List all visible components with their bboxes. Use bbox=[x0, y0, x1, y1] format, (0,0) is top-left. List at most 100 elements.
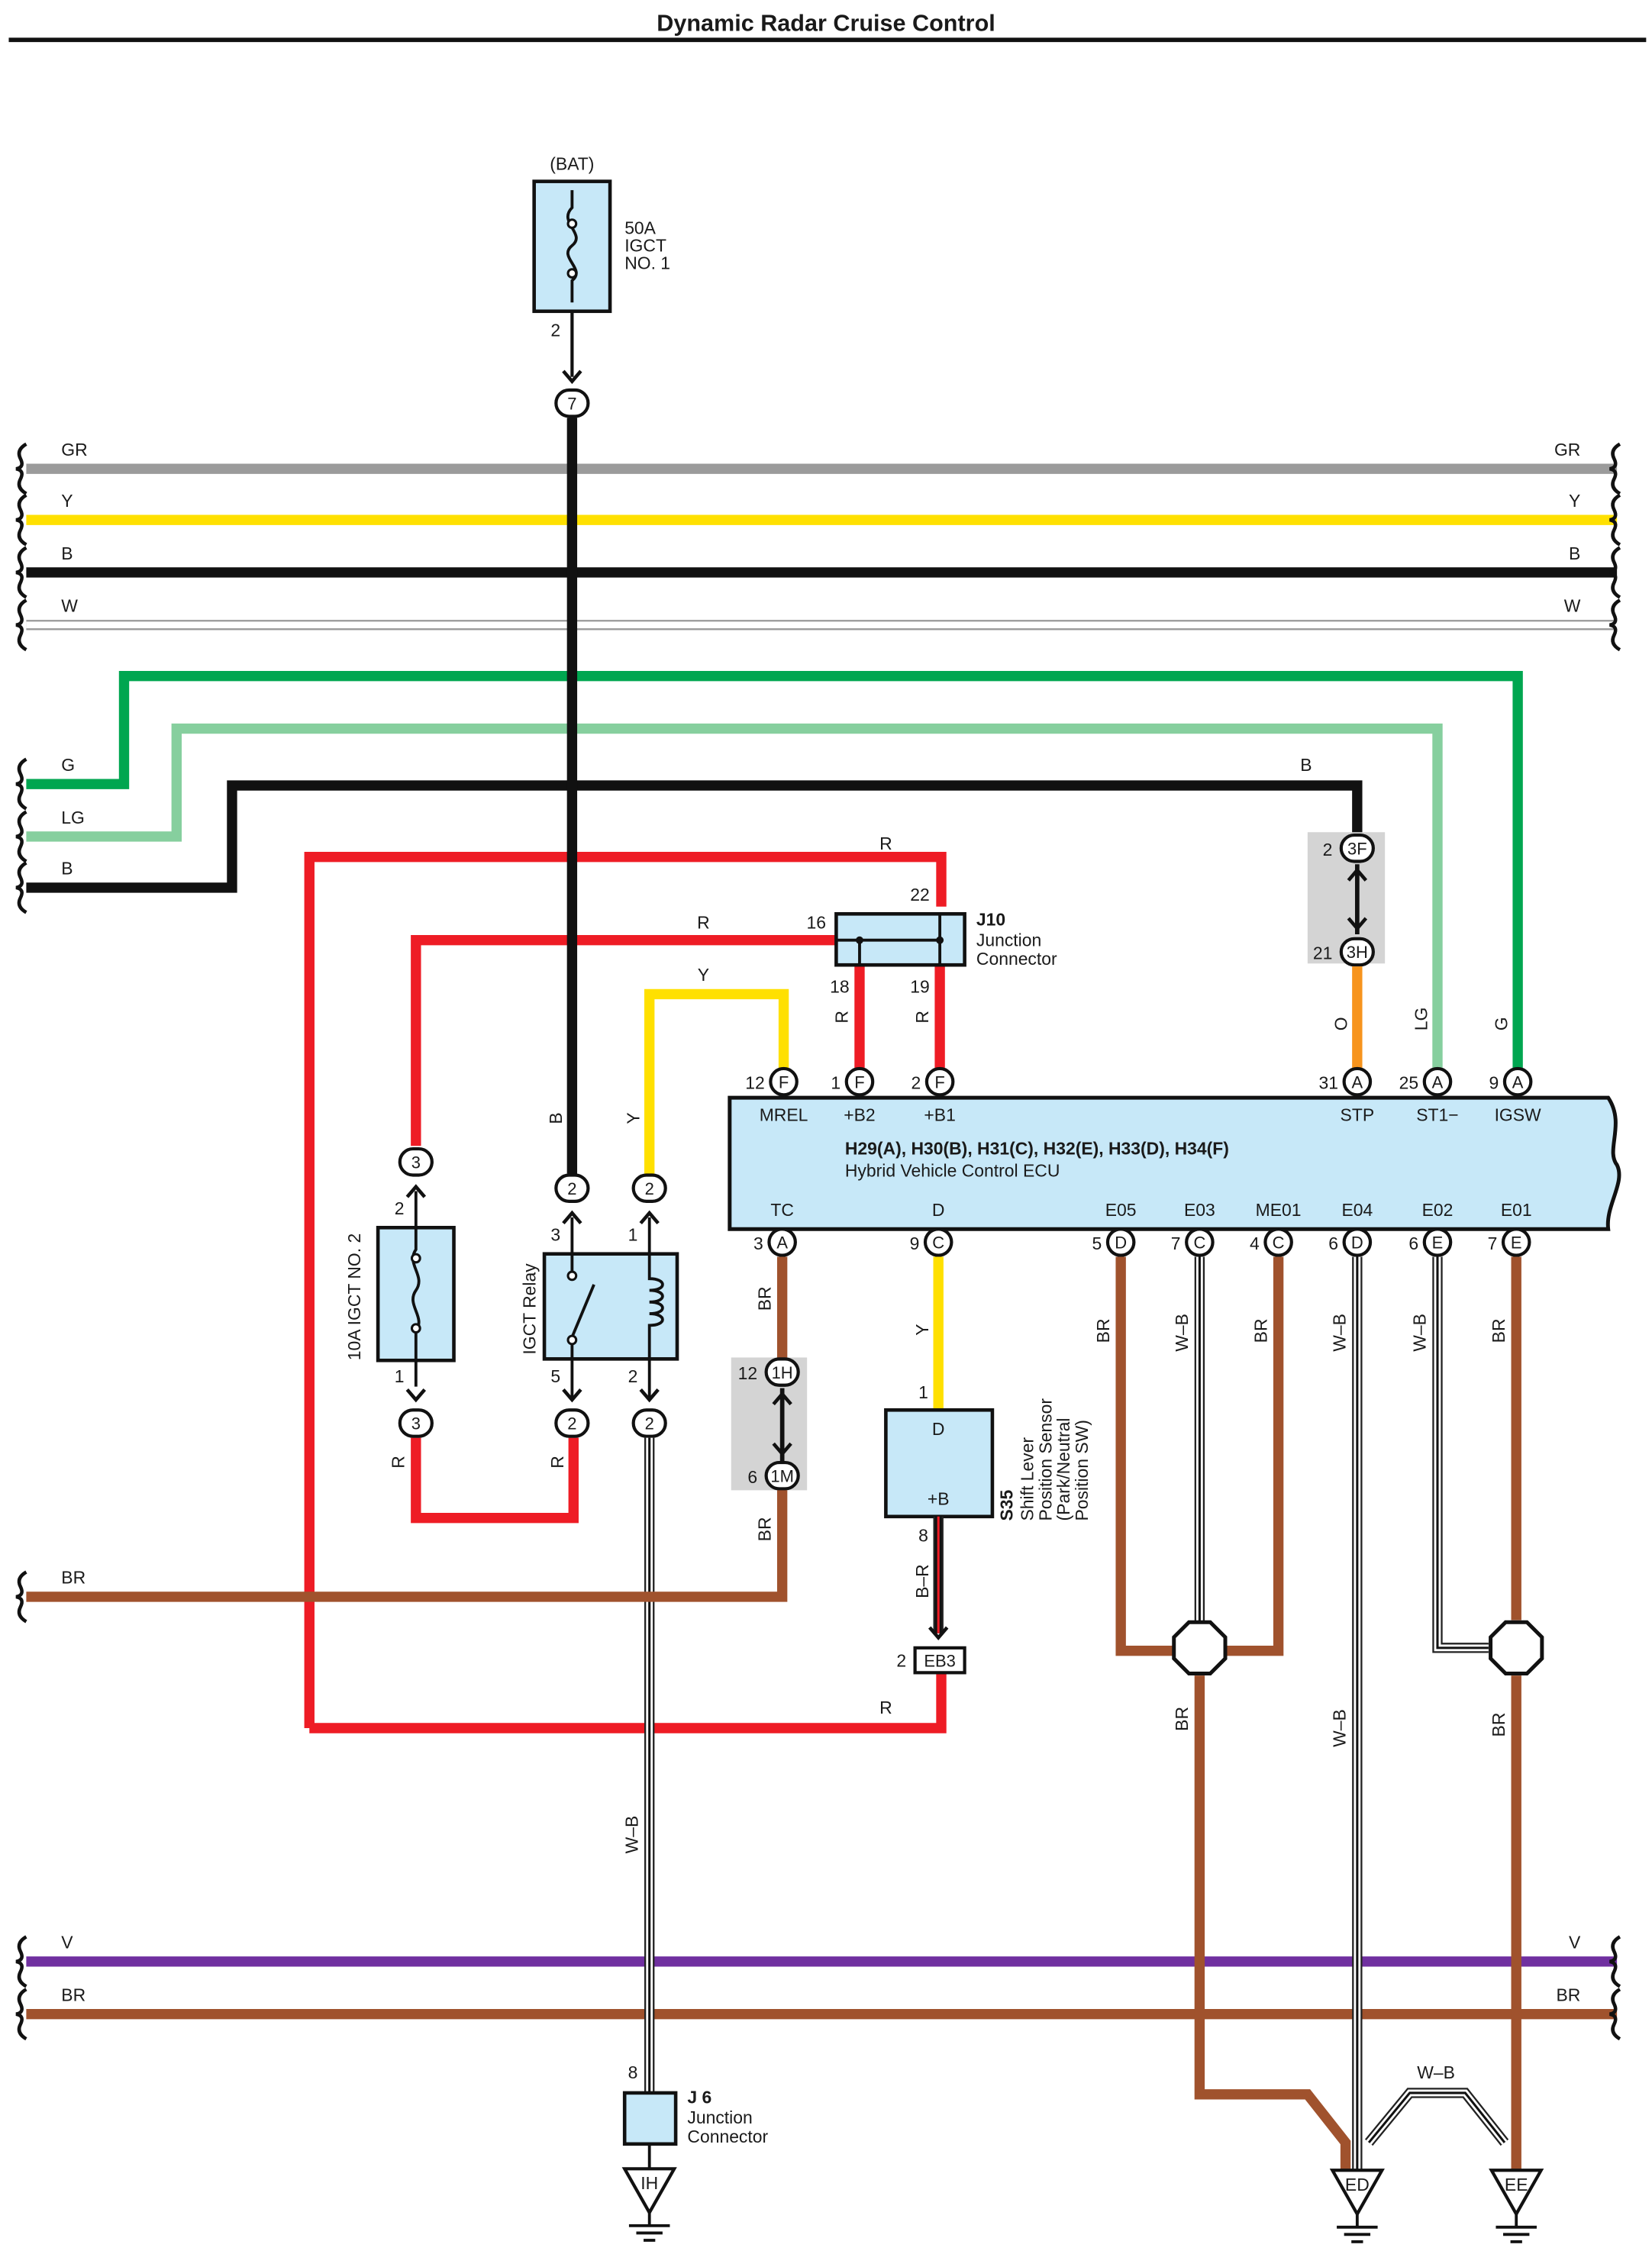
bus-gr-brace-right bbox=[1609, 442, 1621, 495]
sensor-name-0: Shift Lever bbox=[1017, 1437, 1037, 1521]
connector-eb3-pin: 2 bbox=[896, 1651, 906, 1671]
bus-y-label-left: Y bbox=[61, 491, 73, 511]
j10-id: J10 bbox=[976, 910, 1005, 930]
sensor-pin-d: 1 bbox=[918, 1382, 928, 1402]
ecu-bottom-terminal-1 bbox=[923, 1227, 953, 1257]
wire-b-stp bbox=[26, 780, 1363, 893]
connector-relay-wb-bottom-label: 2 bbox=[645, 1414, 654, 1433]
ecu-top-pin-3: 31 bbox=[1318, 1073, 1338, 1093]
fuse-10a-name: 10A IGCT NO. 2 bbox=[344, 1233, 364, 1360]
ecu-bottom-terminal-2-label: D bbox=[1115, 1233, 1127, 1253]
ecu-top-terminal-2-label: F bbox=[934, 1072, 944, 1092]
bus-w-label-left: W bbox=[61, 596, 78, 616]
ecu-top-pin-4: 25 bbox=[1399, 1073, 1419, 1093]
sensor-pin-b: 8 bbox=[918, 1525, 928, 1545]
connector-3f bbox=[1339, 833, 1375, 863]
relay-coil bbox=[647, 1217, 664, 1398]
ecu-name: Hybrid Vehicle Control ECU bbox=[845, 1160, 1060, 1180]
wire-wb-e02-outline bbox=[1432, 1256, 1489, 1653]
j10-pin-18: 18 bbox=[830, 977, 850, 997]
wire-wb-ed-ee-stripe bbox=[1367, 2091, 1506, 2143]
label-br-tc-top: BR bbox=[754, 1286, 774, 1311]
ground-ed-label: ED bbox=[1345, 2175, 1370, 2194]
j10-node-b bbox=[936, 936, 944, 944]
sensor-name-1: Position Sensor bbox=[1035, 1398, 1055, 1521]
label-br-sensor: B–R bbox=[912, 1564, 932, 1598]
ground-ee bbox=[1489, 2169, 1544, 2217]
label-g-vert: G bbox=[1492, 1017, 1512, 1030]
label-r-b1: R bbox=[912, 1011, 932, 1024]
ecu-top-terminal-1 bbox=[844, 1066, 875, 1097]
label-b-relay: B bbox=[546, 1112, 566, 1124]
label-wb-e02: W–B bbox=[1410, 1314, 1430, 1352]
ecu-top-terminal-0 bbox=[769, 1066, 799, 1097]
ecu-top-name-2: +B1 bbox=[924, 1105, 955, 1125]
bus-lower-v-label-right: V bbox=[1569, 1933, 1581, 1953]
connector-1h bbox=[764, 1357, 800, 1387]
ecu-top-terminal-3 bbox=[1342, 1066, 1373, 1097]
label-wb-e04-lower: W–B bbox=[1330, 1709, 1350, 1747]
connector-1m bbox=[764, 1460, 800, 1491]
label-wb-relay: W–B bbox=[621, 1816, 641, 1854]
ecu-top-name-1: +B2 bbox=[844, 1105, 875, 1125]
ecu-bottom-terminal-4 bbox=[1263, 1227, 1293, 1257]
ecu-bottom-pin-1: 9 bbox=[910, 1233, 920, 1253]
bus-gr-label-left: GR bbox=[61, 440, 87, 460]
ecu-bottom-name-6: E02 bbox=[1422, 1200, 1454, 1220]
wire-wb-e02-stripe bbox=[1436, 1256, 1489, 1649]
j10-pin-16: 16 bbox=[807, 912, 827, 932]
connector-1m-pin: 6 bbox=[747, 1467, 757, 1487]
ecu-top-name-0: MREL bbox=[760, 1105, 808, 1125]
j10-node-a bbox=[855, 936, 863, 944]
fuse-50a-name-2: NO. 1 bbox=[624, 253, 670, 272]
brace-b bbox=[15, 861, 27, 914]
ecu-top-terminal-3-label: A bbox=[1352, 1072, 1363, 1092]
connector-7-label: 7 bbox=[567, 394, 576, 413]
bus-lower-v-brace-right bbox=[1609, 1935, 1621, 1988]
ground-ih-label: IH bbox=[640, 2173, 658, 2193]
fuse-50a-source: (BAT) bbox=[550, 153, 594, 173]
ecu-bottom-pin-3: 7 bbox=[1171, 1233, 1181, 1253]
label-br-tc-bottom: BR bbox=[754, 1517, 774, 1541]
connector-relay-r-bottom-label: 2 bbox=[567, 1414, 576, 1433]
ecu-bottom-terminal-4-label: C bbox=[1273, 1233, 1285, 1253]
j6-pin: 8 bbox=[628, 2062, 638, 2082]
label-br-ee: BR bbox=[1489, 1713, 1508, 1737]
label-r-relay: R bbox=[547, 1456, 567, 1469]
bus-lower-br-brace-right bbox=[1609, 1988, 1621, 2041]
label-r-mid: R bbox=[697, 912, 710, 932]
label-r-top: R bbox=[879, 834, 892, 853]
wire-g-igsw bbox=[26, 671, 1523, 1082]
fuse-50a-name-1: IGCT bbox=[624, 235, 666, 255]
label-br-left: BR bbox=[61, 1568, 86, 1588]
ecu-bottom-pin-7: 7 bbox=[1488, 1233, 1498, 1253]
connector-3h-label: 3H bbox=[1347, 943, 1368, 962]
brace-br-left bbox=[15, 1570, 27, 1624]
bus-w-brace-right bbox=[1609, 598, 1621, 652]
bus-lower-v-brace-left bbox=[15, 1935, 27, 1988]
ecu-bottom-pin-5: 6 bbox=[1328, 1233, 1338, 1253]
ecu-bottom-name-1: D bbox=[932, 1200, 945, 1220]
connector-3f-pin: 2 bbox=[1323, 840, 1333, 859]
wire-y-mrel bbox=[644, 988, 789, 1174]
ecu-bottom-terminal-6 bbox=[1422, 1227, 1453, 1257]
wire-lg-st1 bbox=[26, 723, 1443, 1082]
connector-fuse10-top-label: 3 bbox=[411, 1153, 421, 1172]
ground-ed bbox=[1329, 2169, 1385, 2217]
bus-lower-br-brace-left bbox=[15, 1988, 27, 2041]
sensor-id: S35 bbox=[997, 1490, 1017, 1521]
connector-fuse10-bottom-label: 3 bbox=[411, 1414, 421, 1433]
connector-3h bbox=[1339, 937, 1375, 967]
ecu-bottom-name-2: E05 bbox=[1105, 1200, 1137, 1220]
page-title: Dynamic Radar Cruise Control bbox=[657, 11, 995, 37]
bus-b-label-left: B bbox=[61, 543, 73, 563]
connector-fuse10-top bbox=[398, 1146, 434, 1177]
ecu-bottom-name-7: E01 bbox=[1501, 1200, 1532, 1220]
ecu-hybrid-vehicle-control bbox=[728, 1095, 1621, 1231]
ecu-bottom-terminal-0-label: A bbox=[776, 1233, 788, 1253]
fuse-50a-dot-top bbox=[566, 218, 578, 229]
sensor-term-b: +B bbox=[928, 1489, 950, 1509]
bus-b-brace-left bbox=[15, 546, 27, 599]
bus-lower-br-label-left: BR bbox=[61, 1985, 86, 2004]
